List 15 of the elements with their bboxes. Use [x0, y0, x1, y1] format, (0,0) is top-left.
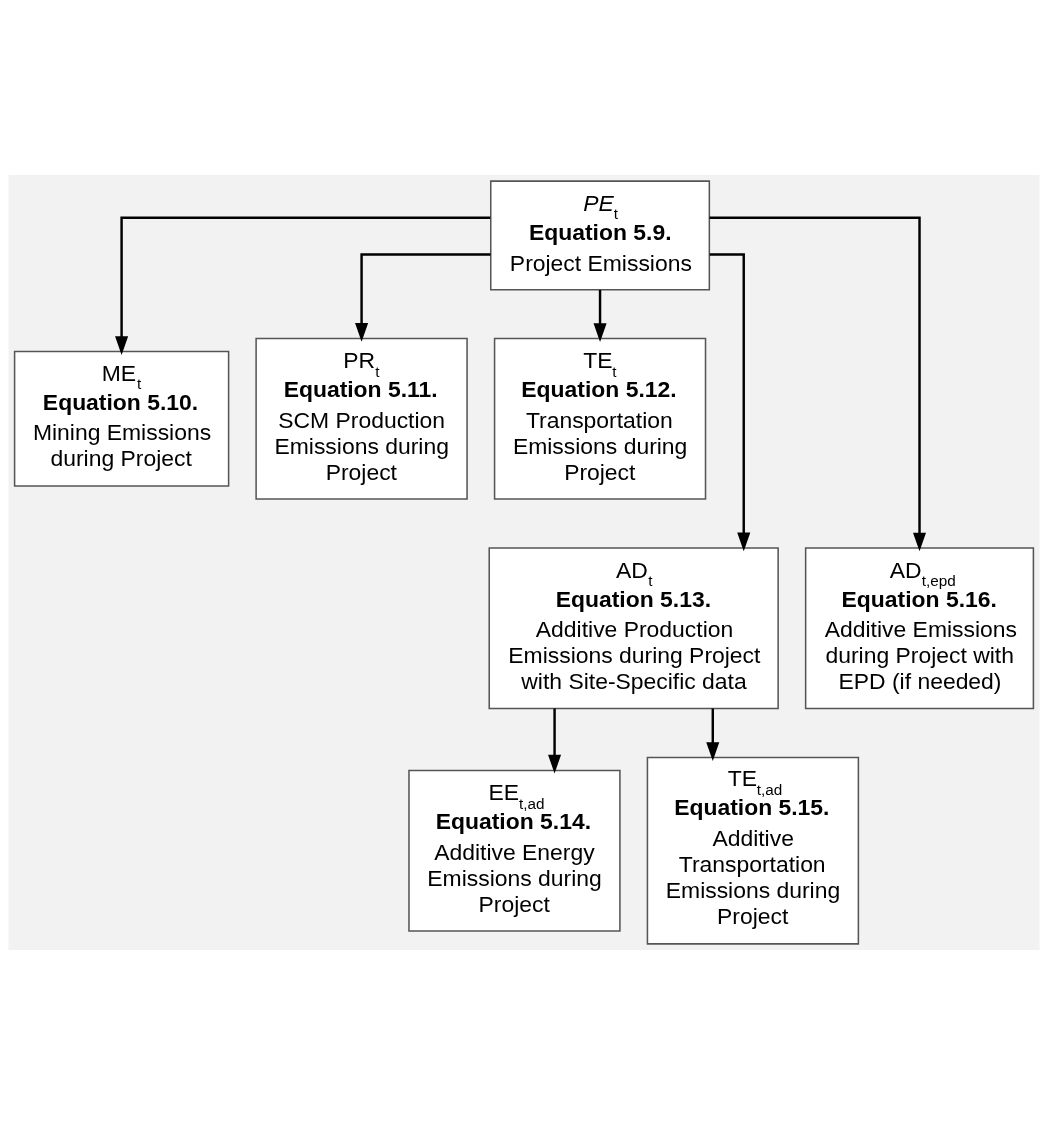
- arrow: [355, 252, 491, 342]
- node-box: AD$_{t,epd}$ Equation 5.16. Additive Emissions during Project with EPD (if needed): [804, 546, 1035, 709]
- node-box: AD$_{t}$ Equation 5.13. Additive Production Emissions during Project with Site-Specific data: [488, 546, 779, 709]
- node-box: PR$_{t}$ Equation 5.11. SCM Production Emissions during Project: [255, 337, 468, 500]
- node-box: TE$_{t}$ Equation 5.12. Transportation Emissions during Project: [493, 337, 707, 500]
- arrow: [706, 708, 720, 761]
- node-box: PE$_{t}$ Equation 5.9. Project Emissions: [490, 179, 711, 290]
- arrow: [709, 252, 751, 551]
- arrow: [593, 289, 607, 342]
- arrow: [709, 216, 927, 551]
- node-box: ME$_{t}$ Equation 5.10. Mining Emissions during Project: [13, 350, 230, 487]
- node-box: EE$_{t,ad}$ Equation 5.14. Additive Energy Emissions during Project: [408, 769, 621, 932]
- arrow: [115, 216, 491, 355]
- node-box: TE$_{t,ad}$ Equation 5.15. Additive Transportation Emissions during Project: [646, 756, 860, 945]
- arrow: [548, 708, 562, 773]
